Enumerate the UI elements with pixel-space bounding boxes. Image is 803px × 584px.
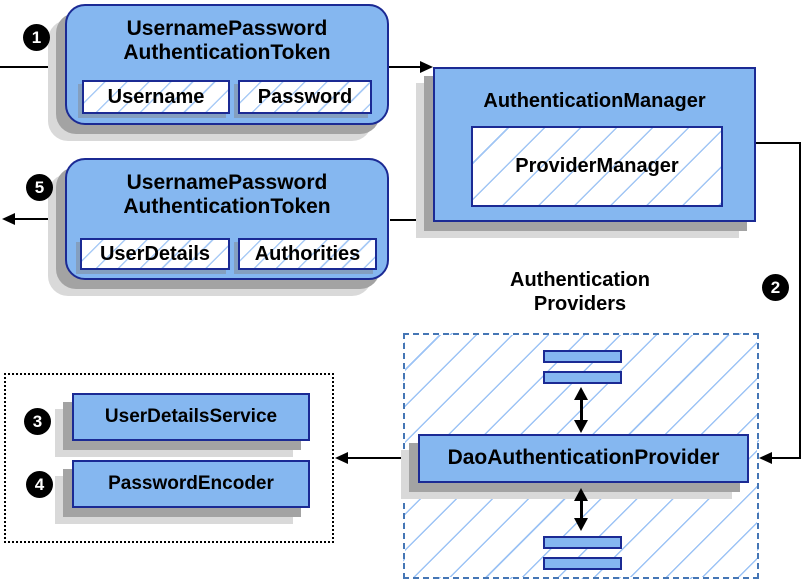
- field-password: Password: [238, 80, 372, 114]
- token-request-box: UsernamePassword AuthenticationToken Use…: [65, 4, 389, 125]
- connector-manager-right: [756, 142, 801, 144]
- step-marker-3: 3: [24, 408, 51, 435]
- token-response-title-line2: AuthenticationToken: [123, 195, 331, 218]
- authentication-manager-label: AuthenticationManager: [483, 90, 706, 112]
- step-marker-5: 5: [26, 174, 53, 201]
- step-marker-2: 2: [762, 274, 789, 301]
- provider-manager-box: ProviderManager: [471, 126, 723, 207]
- authentication-manager-box: AuthenticationManager ProviderManager: [433, 67, 756, 222]
- arrow-head-into-dao-icon: [759, 452, 772, 464]
- connector-dao-to-services: [347, 457, 418, 459]
- provider-list-bar: [543, 536, 622, 549]
- providers-heading: Authentication Providers: [455, 268, 705, 316]
- field-userdetails-label: UserDetails: [99, 243, 211, 265]
- connector-down-right-edge: [799, 142, 801, 459]
- provider-list-bar: [543, 557, 622, 570]
- connector-manager-to-response: [390, 219, 433, 221]
- provider-list-bar: [543, 350, 622, 363]
- token-request-title-line1: UsernamePassword: [126, 17, 328, 40]
- double-arrow-bottom-up-icon: [574, 488, 588, 501]
- arrow-head-response-out-icon: [2, 213, 15, 225]
- field-password-label: Password: [257, 86, 353, 108]
- step-marker-3-label: 3: [32, 412, 43, 431]
- arrow-head-to-services-icon: [335, 452, 348, 464]
- double-arrow-top-up-icon: [574, 387, 588, 400]
- dao-authentication-provider-label: DaoAuthenticationProvider: [447, 446, 720, 469]
- token-response-title-line1: UsernamePassword: [126, 171, 328, 194]
- provider-list-bar: [543, 371, 622, 384]
- field-username: Username: [82, 80, 230, 114]
- providers-heading-line2: Providers: [533, 293, 627, 315]
- connector-request-to-manager: [389, 66, 422, 68]
- provider-manager-label: ProviderManager: [515, 155, 679, 177]
- step-marker-4: 4: [26, 471, 53, 498]
- step-marker-1-label: 1: [31, 28, 42, 47]
- step-marker-5-label: 5: [34, 178, 45, 197]
- password-encoder-box: PasswordEncoder: [72, 460, 310, 508]
- dao-authentication-provider-box: DaoAuthenticationProvider: [418, 434, 749, 483]
- token-request-title-line2: AuthenticationToken: [123, 41, 331, 64]
- connector-into-dao: [771, 457, 799, 459]
- arrow-head-to-manager-icon: [420, 61, 433, 73]
- token-response-box: UsernamePassword AuthenticationToken Use…: [65, 158, 389, 280]
- double-arrow-bottom-down-icon: [574, 518, 588, 531]
- password-encoder-label: PasswordEncoder: [108, 473, 274, 494]
- connector-request-in: [0, 66, 65, 68]
- field-authorities: Authorities: [238, 238, 377, 270]
- connector-response-out: [13, 218, 65, 220]
- providers-heading-line1: Authentication: [510, 269, 650, 291]
- field-username-label: Username: [107, 86, 205, 108]
- step-marker-1: 1: [23, 24, 50, 51]
- step-marker-2-label: 2: [770, 278, 781, 297]
- step-marker-4-label: 4: [34, 475, 45, 494]
- double-arrow-bottom-line: [580, 497, 583, 523]
- double-arrow-top-down-icon: [574, 420, 588, 433]
- field-userdetails: UserDetails: [80, 238, 230, 270]
- double-arrow-top-line: [580, 396, 583, 424]
- user-details-service-box: UserDetailsService: [72, 393, 310, 441]
- field-authorities-label: Authorities: [254, 243, 361, 265]
- user-details-service-label: UserDetailsService: [104, 406, 278, 427]
